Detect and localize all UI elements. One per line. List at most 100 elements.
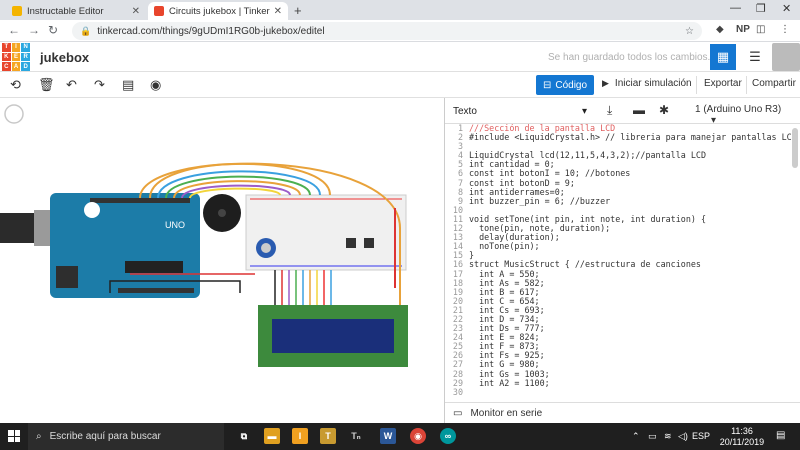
code-line[interactable]: 14 noTone(pin); [445,242,800,251]
bookmark-star-icon[interactable]: ☆ [685,25,694,37]
code-line[interactable]: 27 int G = 980; [445,360,800,369]
eye-icon[interactable]: ◉ [150,77,162,92]
minimize-icon[interactable]: — [730,2,741,14]
redo-icon[interactable]: ↷ [94,77,105,92]
code-button[interactable]: ⊟ Código [536,75,594,95]
maximize-icon[interactable]: ❐ [756,3,766,15]
wire[interactable] [139,162,401,308]
windows-start-icon[interactable] [8,430,20,442]
code-line[interactable]: 21 int Cs = 693; [445,305,800,315]
profile-badge[interactable]: NP [736,24,750,35]
share-button[interactable]: Compartir [752,78,796,89]
circuit-view-button[interactable]: ▦ [710,44,736,70]
browser-tab-instructable[interactable]: Instructable Editor ✕ [6,2,146,20]
code-line[interactable]: 23 int Ds = 777; [445,323,800,333]
code-line[interactable]: 30 [445,387,800,397]
code-line[interactable]: 1///Sección de la pantalla LCD [445,124,800,133]
extension-icon[interactable]: ◆ [716,24,724,35]
code-line[interactable]: 22 int D = 734; [445,314,800,324]
chevron-up-icon[interactable]: ⌃ [632,431,640,441]
code-line[interactable]: 26 int Fs = 925; [445,351,800,360]
close-tab-icon[interactable]: ✕ [131,5,140,17]
code-line[interactable]: 20 int C = 654; [445,296,800,306]
wifi-icon[interactable]: ≋ [664,431,672,441]
code-line[interactable]: 29 int A2 = 1100; [445,378,800,388]
task-view-icon[interactable]: ⧉ [240,430,248,441]
code-line[interactable]: 28 int Gs = 1003; [445,369,800,379]
board-select[interactable]: 1 (Arduino Uno R3) ▾ [695,104,800,126]
wire[interactable] [165,175,311,199]
code-line[interactable]: 15} [445,251,800,260]
push-button-right[interactable] [364,238,374,248]
code-line[interactable]: 25 int F = 873; [445,342,800,351]
code-line[interactable]: 24 int E = 824; [445,333,800,342]
new-tab-button[interactable]: + [294,3,302,18]
code-line[interactable]: 13 delay(duration); [445,233,800,242]
code-line[interactable]: 12 tone(pin, note, duration); [445,223,800,233]
code-line[interactable]: 18 int As = 582; [445,278,800,288]
browser-tab-tinkercad[interactable]: Circuits jukebox | Tinkercad ✕ [148,2,288,20]
library-icon[interactable]: ▬ [633,103,645,117]
forward-icon[interactable]: → [28,23,40,37]
circuit-drawing[interactable]: UNO [0,98,444,423]
undo-icon[interactable]: ↶ [66,77,77,92]
wire[interactable] [157,170,321,199]
wire[interactable] [181,184,291,199]
avatar[interactable] [772,43,800,71]
component-list-button[interactable]: ☰ [749,49,761,64]
language-indicator[interactable]: ESP [692,431,711,441]
taskbar-search-input[interactable]: ⌕ Escribe aquí para buscar [28,423,224,450]
chrome-icon[interactable]: ◉ [410,428,426,444]
code-line[interactable]: 19 int B = 617; [445,287,800,297]
word-icon[interactable]: W [380,428,396,444]
app-icon[interactable]: Tₙ [351,430,361,441]
editor-scrollbar[interactable] [792,128,798,168]
extension-puzzle-icon[interactable]: ◫ [756,24,766,35]
close-tab-icon[interactable]: ✕ [273,5,282,17]
code-mode-select[interactable]: Texto ▾ [453,102,587,120]
close-window-icon[interactable]: ✕ [782,3,792,15]
breadboard[interactable] [245,194,407,271]
app-icon[interactable]: I [292,428,308,444]
rotate-icon[interactable]: ⟲ [10,77,21,92]
code-line[interactable]: 17 int A = 550; [445,269,800,279]
wire[interactable] [173,180,301,199]
app-icon[interactable]: T [320,428,336,444]
notification-icon[interactable]: ▤ [776,430,786,441]
url-input[interactable]: 🔒 tinkercad.com/things/9gUDmI1RG0b-jukeb… [72,22,702,40]
push-button-left[interactable] [346,238,356,248]
code-line[interactable]: 10 [445,205,800,215]
start-simulation-button[interactable]: ▶Iniciar simulación [602,78,692,89]
browser-menu-icon[interactable]: ⋮ [780,24,790,35]
code-line[interactable]: 3 [445,142,800,151]
battery-icon[interactable]: ▭ [648,431,657,441]
file-explorer-icon[interactable]: ▬ [264,428,280,444]
taskbar-clock[interactable]: 11:36 20/11/2019 [712,426,772,448]
download-icon[interactable]: ⤓ [607,103,613,117]
back-icon[interactable]: ← [8,23,20,37]
circuit-canvas[interactable]: UNO [0,98,444,423]
wire[interactable] [189,187,281,199]
code-line[interactable]: 2#include <LiquidCrystal.h> // libreria … [445,132,800,142]
zoom-fit-icon[interactable] [4,104,24,124]
wire[interactable] [109,280,241,293]
serial-monitor-button[interactable]: ▭ Monitor en serie [445,402,800,423]
delete-icon[interactable]: 🗑 [38,77,55,92]
debugger-bug-icon[interactable]: ✱ [659,103,670,117]
volume-icon[interactable]: ◁) [678,431,688,441]
notes-icon[interactable]: ▤ [122,77,135,92]
reload-icon[interactable]: ↻ [48,23,59,37]
export-button[interactable]: Exportar [704,78,742,89]
project-title[interactable]: jukebox [40,50,90,65]
arduino-ide-icon[interactable]: ∞ [440,428,456,444]
